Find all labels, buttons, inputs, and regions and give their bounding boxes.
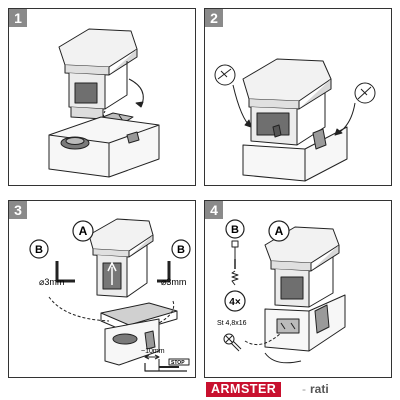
pry-tool-right-icon	[354, 82, 376, 104]
cup-holder	[112, 333, 138, 345]
step-4-panel: 4 A B	[204, 200, 392, 378]
step-number: 4	[205, 201, 223, 219]
step-number: 2	[205, 9, 223, 27]
brand-partner: rati	[310, 382, 329, 396]
armrest-pocket	[74, 82, 98, 104]
drill-depth: ~10mm	[141, 348, 165, 355]
step-2-illustration	[214, 58, 376, 182]
brand-name: ARMSTER	[206, 382, 282, 397]
callout-a: A	[79, 224, 88, 238]
callout-b: B	[231, 224, 239, 236]
console-base	[48, 116, 160, 178]
screw-icon	[231, 270, 239, 286]
screw-count: 4×	[229, 297, 241, 308]
screwdriver-icon	[231, 240, 239, 259]
callout-b-left: B	[35, 244, 43, 256]
callout-a: A	[275, 224, 284, 238]
armrest-pocket	[256, 112, 290, 136]
step-number: 3	[9, 201, 27, 219]
armrest-pocket	[280, 276, 304, 300]
step-1-panel: 1	[8, 8, 196, 186]
step-3-illustration: A B B ⌀3mm ⌀3mm ~10mm STOP	[29, 218, 191, 372]
brand-separator: -	[302, 382, 306, 396]
lift-arrow	[107, 262, 117, 285]
step-3-panel: 3	[8, 200, 196, 378]
console-base	[100, 302, 178, 326]
stop-label: STOP	[171, 360, 185, 366]
step-2-panel: 2	[204, 8, 392, 186]
step-1-illustration	[48, 28, 160, 178]
pry-tool-left-icon	[214, 64, 236, 86]
step-4-illustration: A B 4× St 4,8x16	[217, 219, 346, 364]
drill-size-right: ⌀3mm	[161, 277, 186, 287]
callout-b-right: B	[177, 244, 185, 256]
step-number: 1	[9, 9, 27, 27]
drill-size-left: ⌀3mm	[39, 277, 64, 287]
screw-spec: St 4,8x16	[217, 320, 247, 327]
